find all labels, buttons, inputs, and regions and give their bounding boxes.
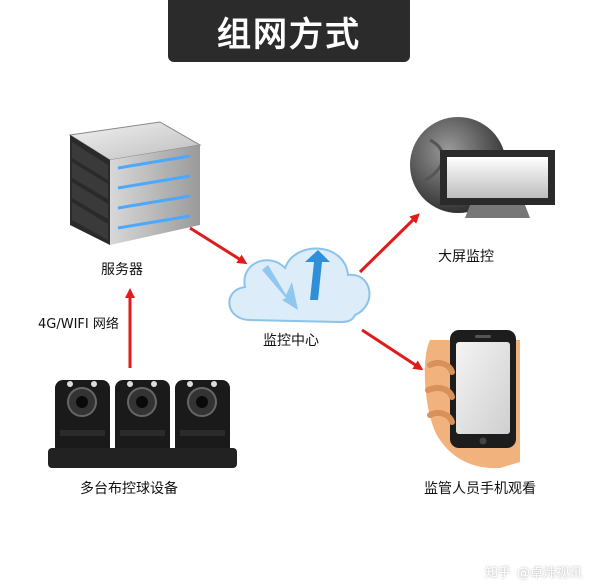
watermark-platform: 知乎 (484, 566, 511, 581)
server-label: 服务器 (101, 262, 143, 278)
smartphone-in-hand-icon (424, 330, 520, 469)
big-screen-label: 大屏监控 (438, 249, 494, 265)
arrow-center-to-mobile (361, 328, 424, 371)
cloud-sync-icon (228, 247, 371, 324)
watermark: 知乎 @卓炜视讯 (485, 562, 582, 581)
watermark-author: @卓炜视讯 (516, 566, 582, 581)
cameras-label: 多台布控球设备 (80, 481, 178, 497)
mobile-label: 监管人员手机观看 (424, 481, 536, 497)
title-banner: 组网方式 (168, 0, 410, 62)
network-link-label: 4G/WIFI 网络 (38, 317, 119, 332)
monitor-center-label: 监控中心 (263, 333, 319, 349)
page-title: 组网方式 (217, 14, 361, 55)
ptz-camera-icon (48, 380, 237, 468)
arrow-center-to-screen (358, 213, 420, 274)
arrow-server-to-center (189, 226, 248, 265)
server-icon (68, 121, 202, 245)
monitor-globe-icon (410, 117, 555, 218)
